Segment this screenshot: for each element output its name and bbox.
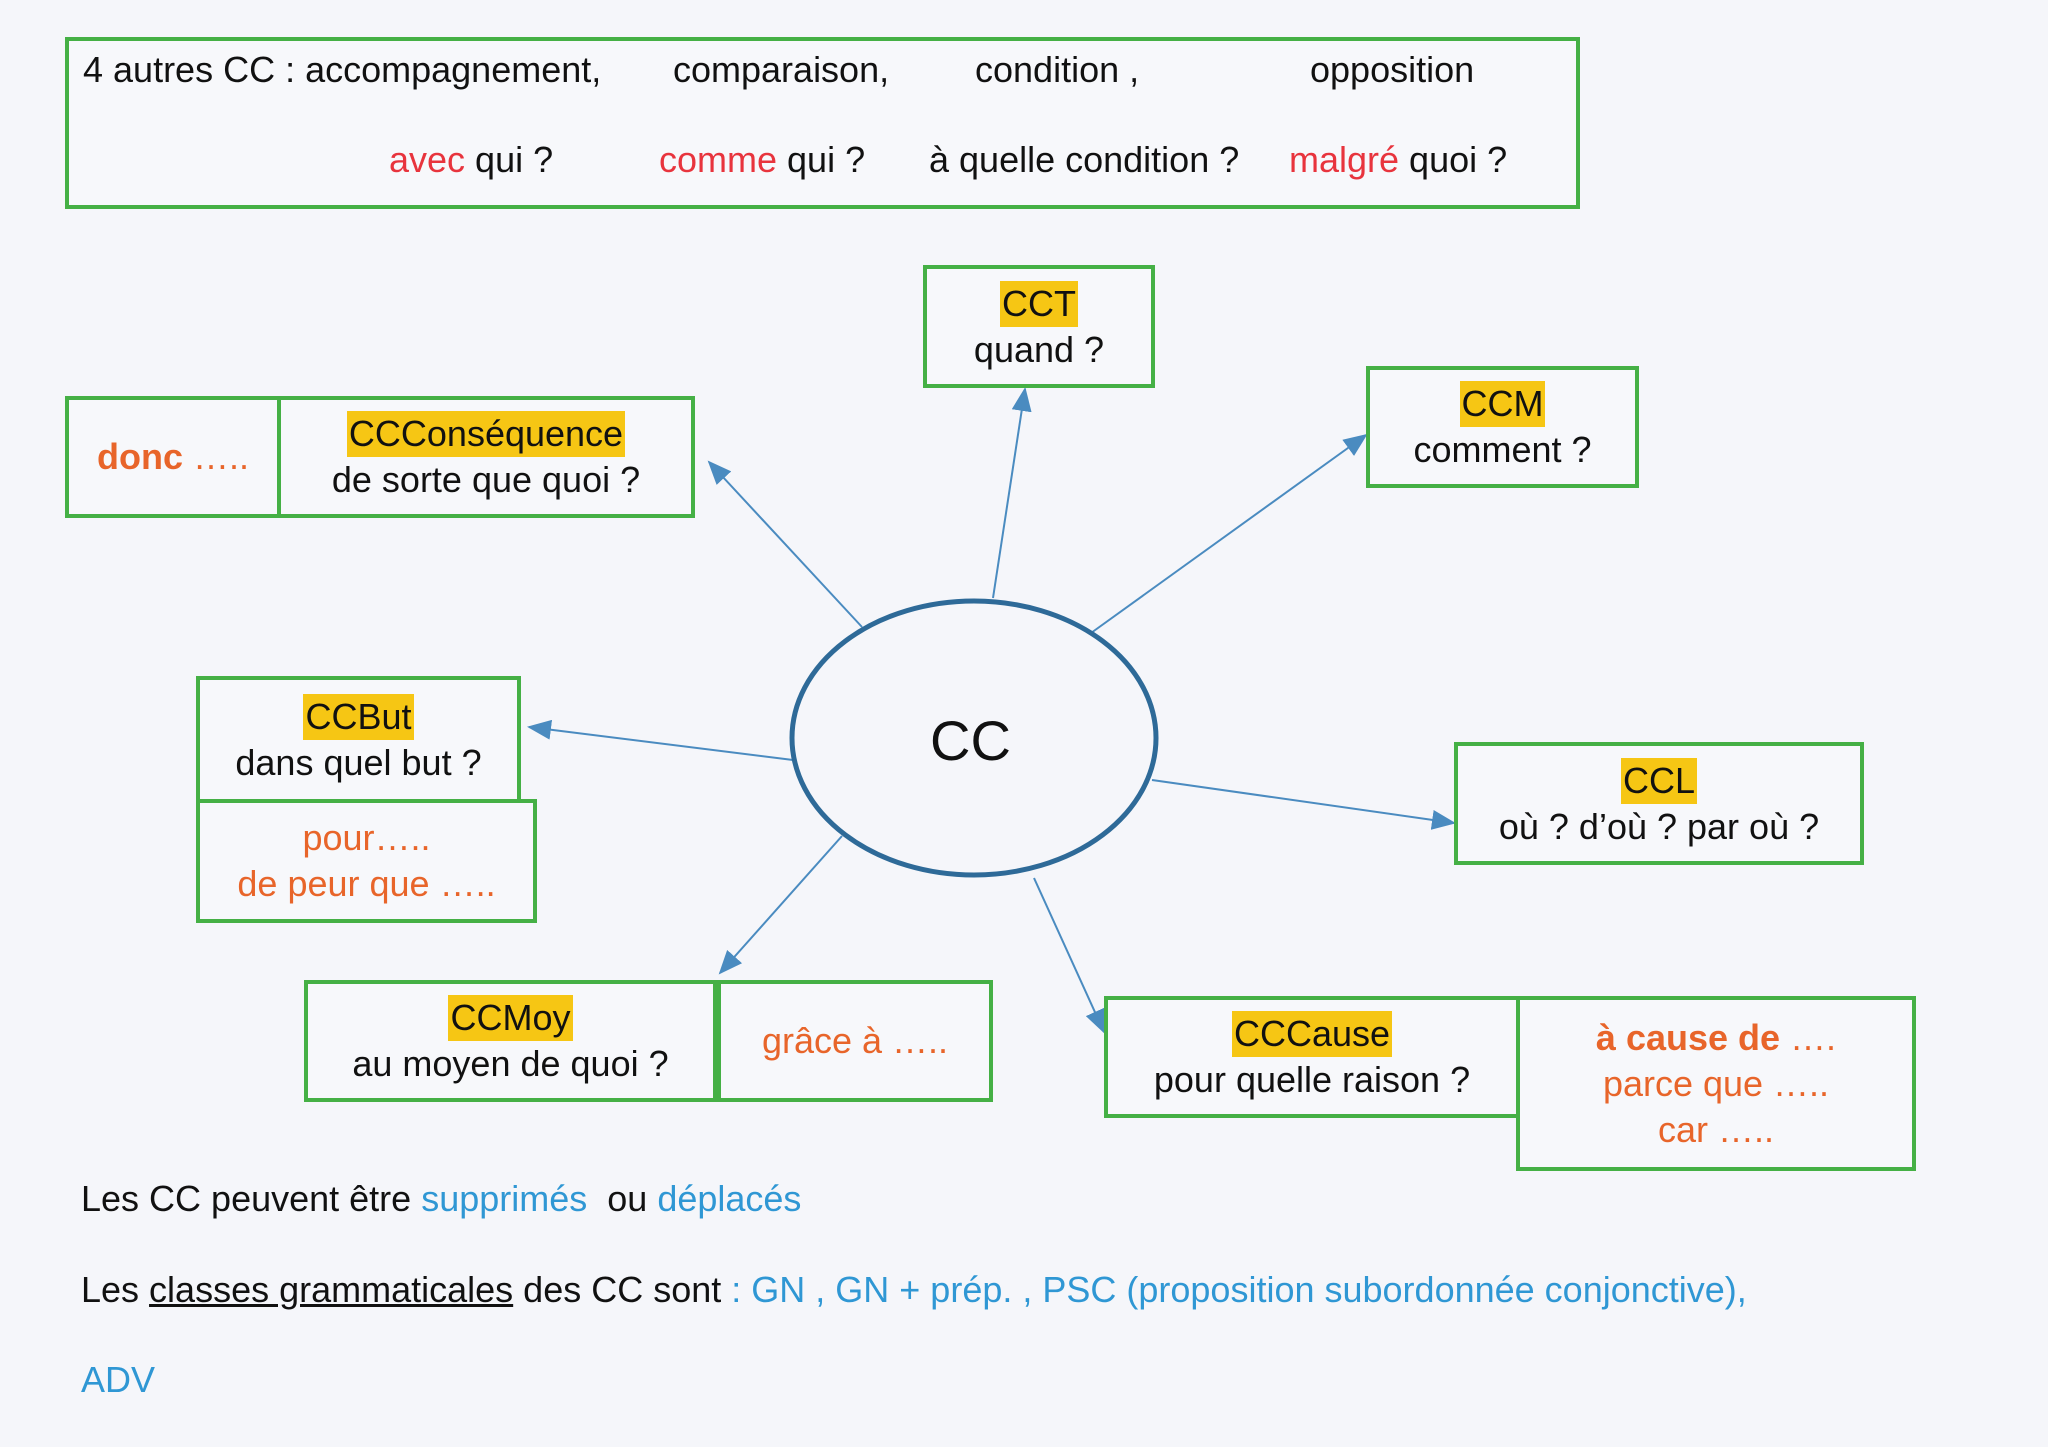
arrow-to-cct bbox=[992, 387, 1032, 599]
node-cct: CCT quand ? bbox=[923, 265, 1155, 388]
node-question: comment ? bbox=[1413, 429, 1592, 470]
other-cc-box: 4 autres CC : accompagnement, comparaiso… bbox=[65, 37, 1580, 209]
text: ou bbox=[587, 1178, 658, 1219]
other-cc-condition: condition , bbox=[975, 49, 1140, 90]
footer-line-3: ADV bbox=[81, 1359, 156, 1400]
text: Les CC peuvent être bbox=[81, 1178, 422, 1219]
arrow-to-ccbut bbox=[527, 719, 794, 761]
text: des CC sont bbox=[513, 1269, 732, 1310]
node-example: parce que ….. bbox=[1602, 1062, 1830, 1104]
node-title: CCT bbox=[1000, 280, 1078, 327]
text: Les bbox=[81, 1269, 150, 1310]
keyword-supprimes: supprimés bbox=[421, 1178, 588, 1219]
dots: …. bbox=[1780, 1016, 1837, 1058]
node-title: CCConséquence bbox=[346, 411, 626, 457]
keyword: malgré bbox=[1289, 139, 1400, 180]
footer-line-2: Les classes grammaticales des CC sont : … bbox=[81, 1269, 1747, 1311]
keyword: à cause de bbox=[1595, 1016, 1781, 1058]
keyword: donc bbox=[96, 436, 183, 477]
node-ccconsequence-example: donc ….. bbox=[65, 396, 281, 518]
other-cc-opposition: opposition bbox=[1310, 49, 1475, 90]
node-title: CCBut bbox=[303, 693, 414, 740]
center-label: CC bbox=[930, 709, 1011, 772]
question-accompagnement: avec qui ? bbox=[389, 137, 553, 183]
arrow-to-ccm bbox=[1090, 433, 1368, 634]
node-question: de sorte que quoi ? bbox=[331, 459, 641, 500]
underlined-term: classes grammaticales bbox=[149, 1269, 514, 1310]
arrow-to-cccause bbox=[1033, 877, 1105, 1034]
dots: ….. bbox=[182, 436, 249, 477]
other-cc-label: 4 autres CC : accompagnement, bbox=[83, 49, 602, 90]
node-example: à cause de …. bbox=[1596, 1015, 1836, 1061]
question-condition: à quelle condition ? bbox=[929, 139, 1240, 180]
arrow-to-ccconsequence bbox=[707, 460, 863, 628]
node-example: car ….. bbox=[1657, 1108, 1774, 1150]
node-ccl: CCL où ? d’où ? par où ? bbox=[1454, 742, 1864, 865]
arrow-to-ccmoy bbox=[718, 835, 843, 975]
node-question: pour quelle raison ? bbox=[1153, 1059, 1471, 1100]
question-rest: qui ? bbox=[777, 139, 866, 180]
node-example: grâce à ….. bbox=[761, 1020, 949, 1061]
question-opposition: malgré quoi ? bbox=[1289, 137, 1507, 183]
node-ccconsequence: CCConséquence de sorte que quoi ? bbox=[277, 396, 695, 518]
node-ccmoy-example: grâce à ….. bbox=[717, 980, 993, 1102]
question-rest: qui ? bbox=[465, 139, 554, 180]
node-title: CCCause bbox=[1231, 1011, 1393, 1057]
node-ccm: CCM comment ? bbox=[1366, 366, 1639, 488]
question-comparaison: comme qui ? bbox=[659, 137, 865, 183]
node-cccause-examples: à cause de …. parce que ….. car ….. bbox=[1516, 996, 1916, 1171]
node-question: dans quel but ? bbox=[235, 741, 482, 783]
node-ccmoy: CCMoy au moyen de quoi ? bbox=[304, 980, 717, 1102]
node-title: CCMoy bbox=[448, 995, 573, 1041]
keyword: comme bbox=[659, 139, 778, 180]
node-ccbut-examples: pour….. de peur que ….. bbox=[196, 799, 537, 923]
node-ccbut: CCBut dans quel but ? bbox=[196, 676, 521, 803]
node-cccause: CCCause pour quelle raison ? bbox=[1104, 996, 1520, 1118]
keyword: avec bbox=[389, 139, 466, 180]
node-question: où ? d’où ? par où ? bbox=[1498, 805, 1820, 847]
arrow-to-ccl bbox=[1151, 779, 1456, 830]
node-example: de peur que ….. bbox=[237, 863, 496, 904]
node-title: CCM bbox=[1459, 381, 1546, 427]
node-example: donc ….. bbox=[97, 434, 249, 480]
node-question: quand ? bbox=[973, 328, 1105, 370]
center-ellipse bbox=[789, 598, 1159, 878]
grammatical-classes: : GN , GN + prép. , PSC (proposition sub… bbox=[731, 1269, 1747, 1310]
question-rest: quoi ? bbox=[1399, 139, 1508, 180]
node-question: au moyen de quoi ? bbox=[352, 1043, 669, 1084]
keyword-deplaces: déplacés bbox=[657, 1178, 802, 1219]
node-title: CCL bbox=[1620, 757, 1698, 804]
footer-line-1: Les CC peuvent être supprimés ou déplacé… bbox=[81, 1178, 801, 1220]
other-cc-comparaison: comparaison, bbox=[673, 49, 890, 90]
node-example: pour….. bbox=[302, 817, 431, 858]
